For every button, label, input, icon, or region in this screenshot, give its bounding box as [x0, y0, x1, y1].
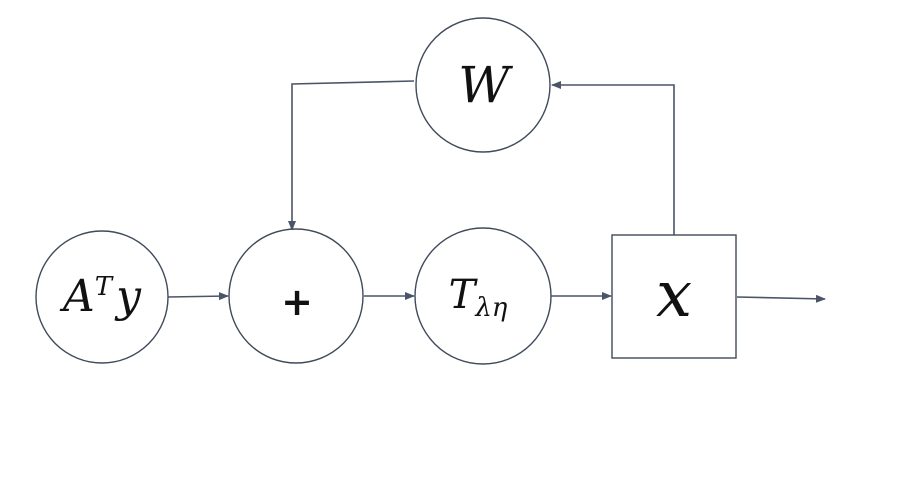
arrow-aty-to-sum [167, 292, 229, 301]
sum-node: + [228, 228, 364, 364]
x-box: x [611, 234, 737, 359]
threshold-label: Tλη [449, 272, 508, 323]
w-node: W [415, 17, 551, 153]
arrow-x-output [736, 294, 826, 303]
threshold-node: Tλη [414, 227, 552, 365]
aty-label: ATy [59, 271, 142, 322]
w-label: W [458, 56, 513, 114]
aty-node: ATy [35, 230, 169, 364]
sum-label: + [281, 280, 313, 324]
arrow-x-to-w-feedback [551, 81, 675, 235]
arrow-w-to-sum-feedback [288, 80, 415, 231]
x-label: x [656, 258, 692, 332]
